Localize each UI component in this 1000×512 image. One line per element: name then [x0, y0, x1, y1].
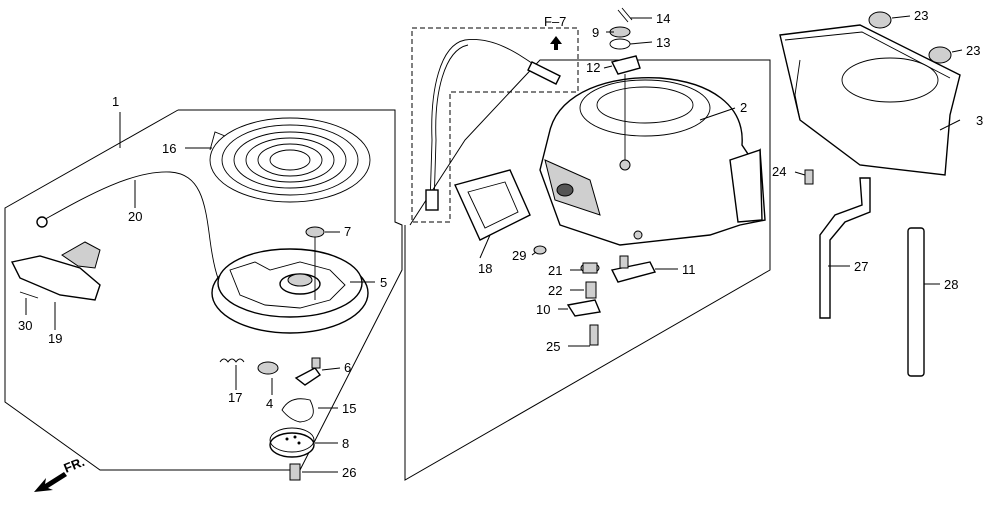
lever-12	[610, 55, 641, 160]
pin-14	[617, 7, 633, 23]
air-cleaner-cover	[779, 24, 961, 176]
collar-22	[585, 281, 597, 299]
choke-cable	[425, 39, 561, 211]
callout-19: 19	[48, 331, 62, 346]
callout-22: 22	[548, 283, 562, 298]
callout-2: 2	[740, 100, 747, 115]
recoil-starter-frame	[4, 109, 403, 471]
ratchet-4	[257, 361, 279, 375]
callout-25: 25	[546, 339, 560, 354]
starter-reel	[211, 235, 369, 334]
seal-18	[454, 169, 531, 241]
friction-plate-8	[269, 427, 315, 458]
callout-20: 20	[128, 209, 142, 224]
leader-lines	[25, 15, 963, 473]
callout-21: 21	[548, 263, 562, 278]
ref-marker-text: F–7	[544, 14, 566, 29]
callout-18: 18	[478, 261, 492, 276]
spring-13	[609, 38, 631, 50]
callout-10: 10	[536, 302, 550, 317]
front-label: FR.	[62, 454, 87, 476]
callout-30: 30	[18, 318, 32, 333]
starter-rope	[36, 171, 236, 301]
callout-23b: 23	[966, 43, 980, 58]
collar-21	[580, 262, 600, 274]
grommet-23b	[928, 46, 952, 64]
bolt-26	[289, 463, 301, 481]
bolt-25	[589, 324, 599, 346]
guide-spring-15	[281, 398, 314, 423]
grommet-23a	[868, 11, 892, 29]
callout-12: 12	[586, 60, 600, 75]
bolt-24	[804, 169, 814, 185]
callout-15: 15	[342, 401, 356, 416]
starter-spring	[209, 117, 371, 203]
front-arrow-icon	[34, 472, 67, 492]
front-arrow: FR.	[34, 454, 87, 492]
callout-16: 16	[162, 141, 176, 156]
drain-tube-28	[907, 227, 925, 377]
callout-4: 4	[266, 396, 273, 411]
up-arrow-icon	[550, 36, 562, 50]
ref-marker-f7: F–7	[544, 14, 566, 50]
callout-26: 26	[342, 465, 356, 480]
callout-8: 8	[342, 436, 349, 451]
breather-tube-27	[819, 177, 871, 319]
callout-7: 7	[344, 224, 351, 239]
ratchet-spring	[219, 358, 245, 363]
callout-27: 27	[854, 259, 868, 274]
callout-24: 24	[772, 164, 786, 179]
plate-10	[566, 299, 601, 317]
callout-11: 11	[682, 262, 696, 277]
callout-1: 1	[112, 94, 119, 109]
lever-11	[610, 255, 657, 283]
callout-28: 28	[944, 277, 958, 292]
ratchet-6	[294, 357, 321, 386]
nut-7	[305, 226, 325, 238]
fan-cover	[539, 76, 766, 246]
callout-6: 6	[344, 360, 351, 375]
callout-17: 17	[228, 390, 242, 405]
starter-grip	[10, 241, 101, 301]
callout-3: 3	[976, 113, 983, 128]
callout-13: 13	[656, 35, 670, 50]
callouts: 1 2 3 4 5 6 7 8 9 10 11 12 13 14 15 16 1…	[18, 8, 983, 480]
callout-29: 29	[512, 248, 526, 263]
fan-cover-frame	[404, 59, 771, 481]
callout-5: 5	[380, 275, 387, 290]
nut-29	[533, 245, 547, 255]
callout-14: 14	[656, 11, 670, 26]
callout-9: 9	[592, 25, 599, 40]
callout-23a: 23	[914, 8, 928, 23]
